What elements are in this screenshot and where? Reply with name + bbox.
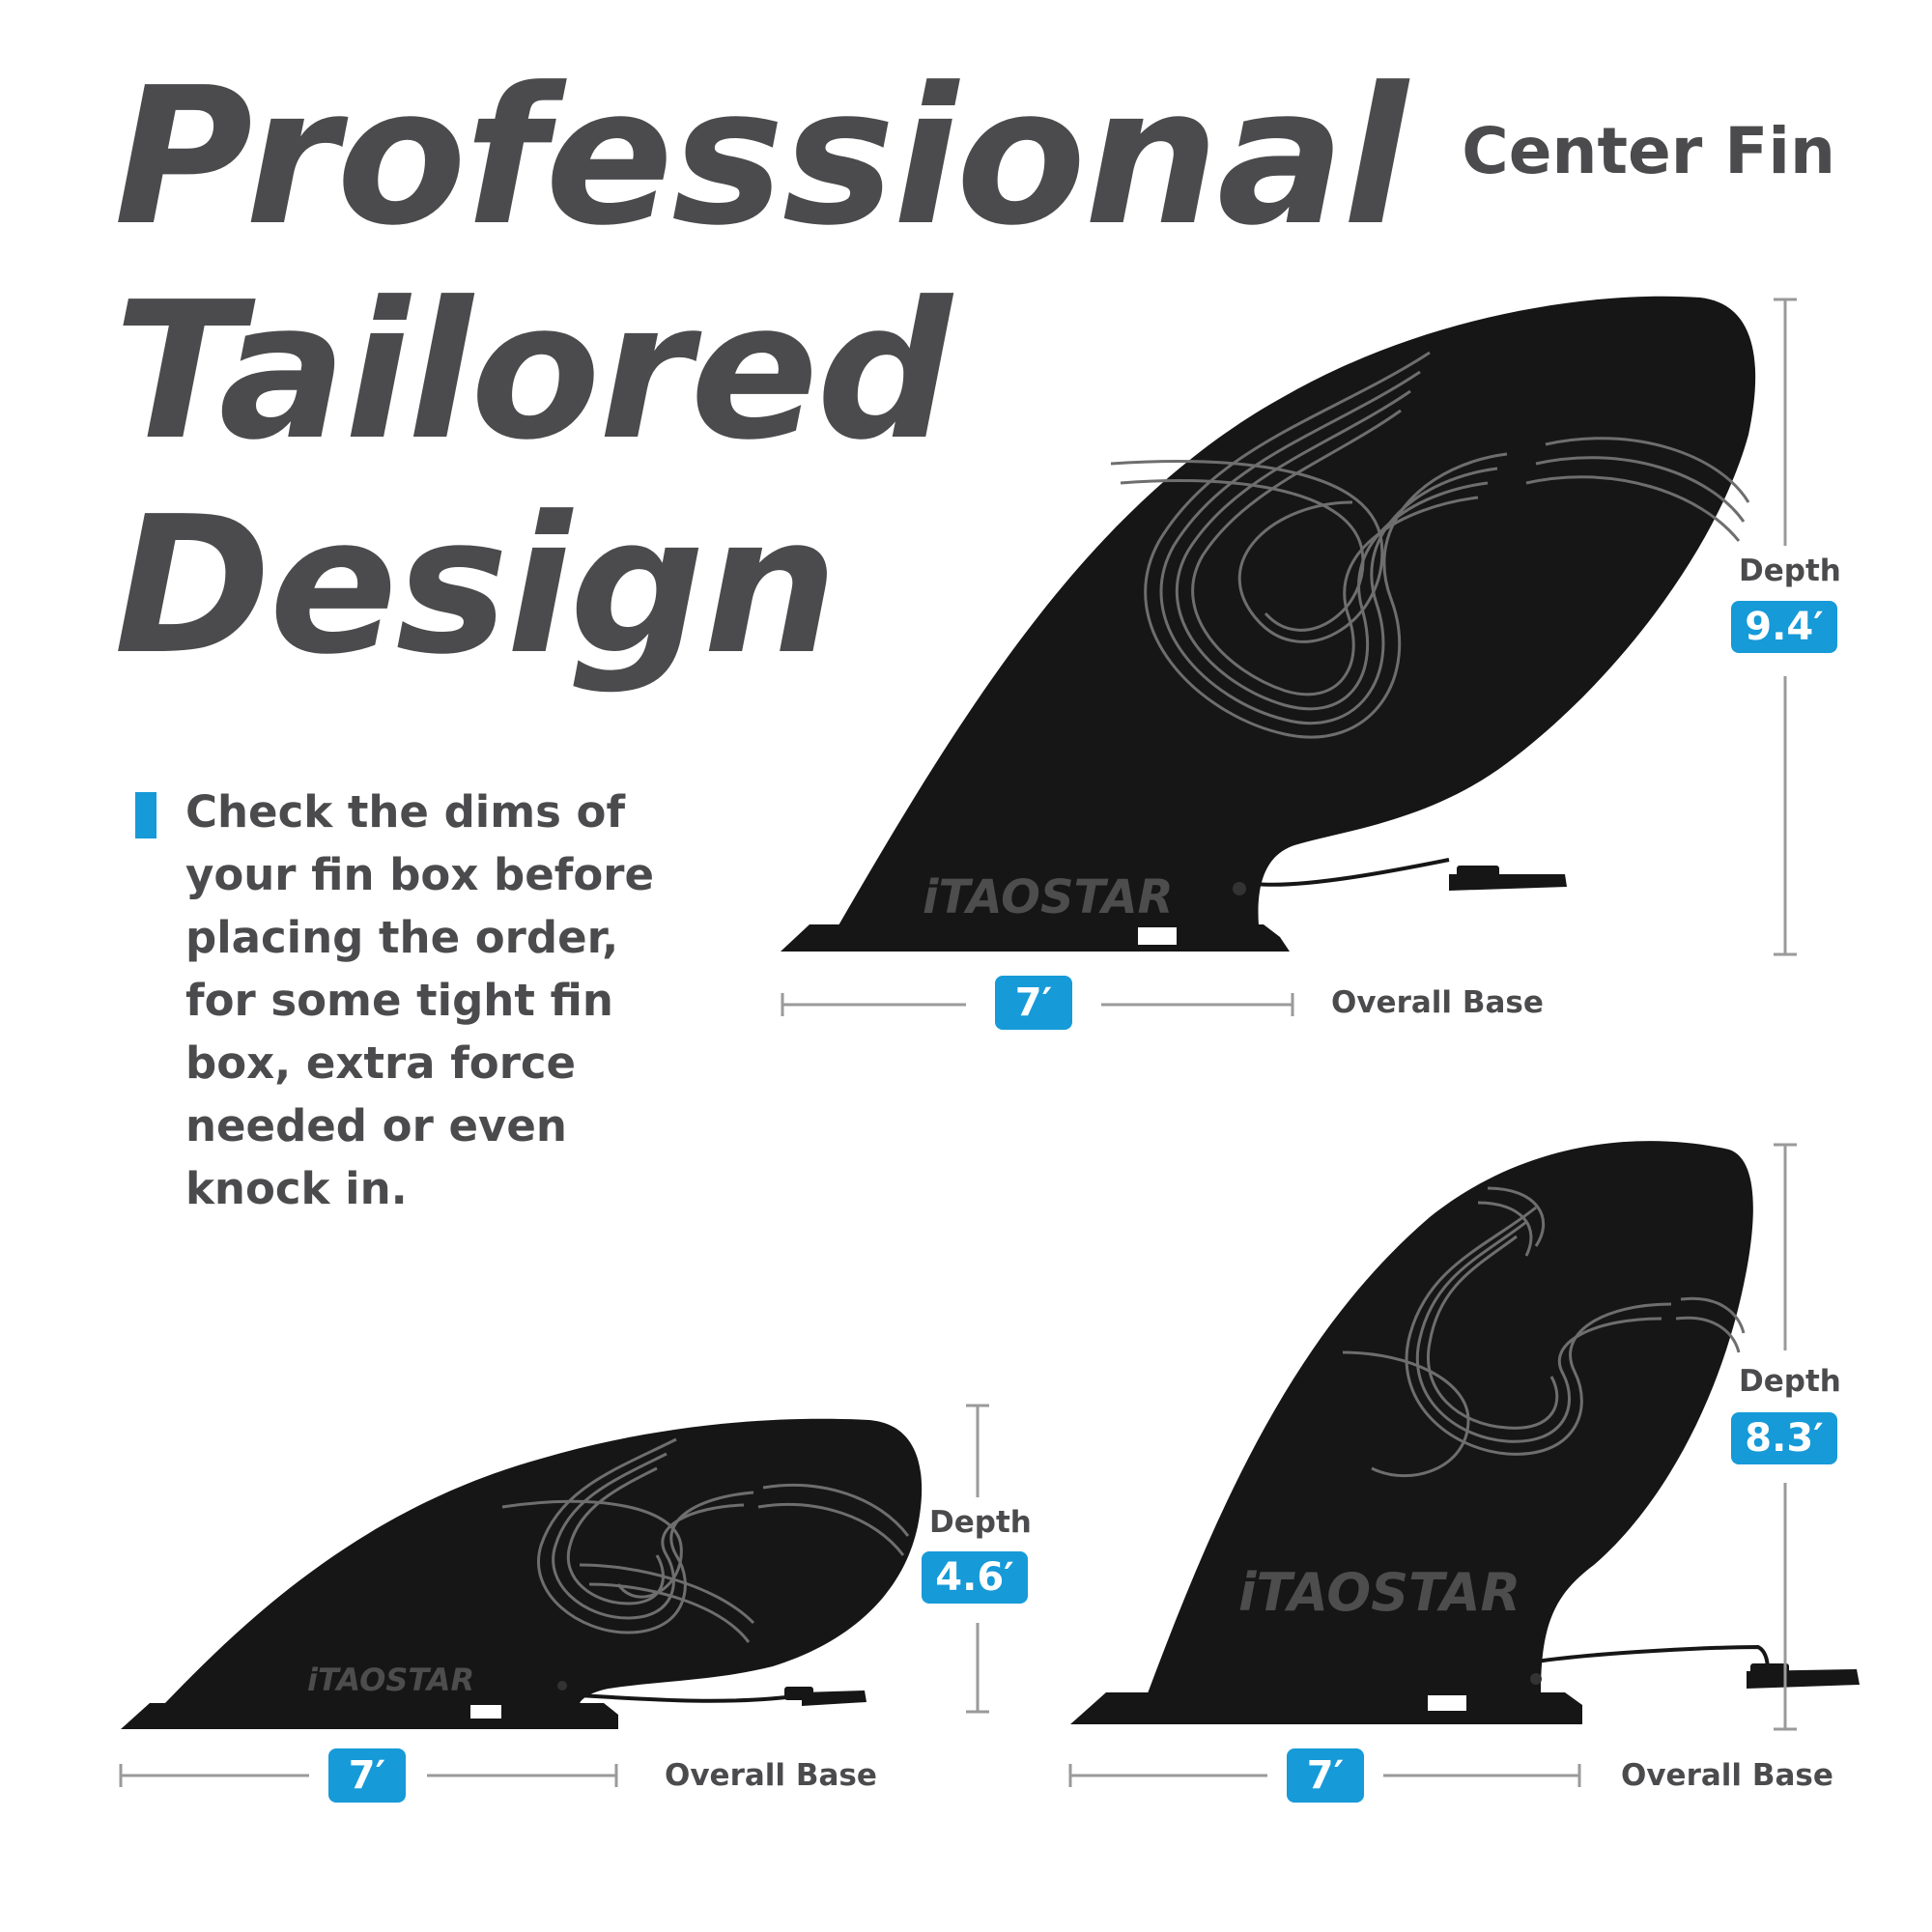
fin-box-note: Check the dims of your fin box before pl… <box>185 786 654 1214</box>
tall-fin-base-badge: 7′ <box>1287 1748 1364 1803</box>
tall-fin-blade <box>1148 1141 1753 1693</box>
large-fin-blade <box>838 296 1756 925</box>
tall-fin-pattern <box>1342 1186 1746 1478</box>
tall-fin-image: iTAOSTAR <box>1068 1141 1860 1787</box>
tall-fin-base <box>1070 1692 1582 1724</box>
large-fin-base-label: Overall Base <box>1331 985 1544 1020</box>
tall-fin-brand-logo: iTAOSTAR <box>1238 1562 1520 1623</box>
small-fin-screw <box>557 1681 567 1690</box>
tall-fin-base-label: Overall Base <box>1621 1758 1833 1793</box>
large-fin-base <box>781 924 1290 952</box>
large-fin-brand-logo: iTAOSTAR <box>923 870 1174 924</box>
small-fin-pattern <box>501 1437 910 1643</box>
tall-fin-screw <box>1530 1673 1542 1685</box>
small-fin-image: iTAOSTAR <box>119 1404 989 1787</box>
small-fin-cable <box>579 1693 803 1703</box>
center-fin-title: Center Fin <box>1462 114 1835 188</box>
headline-line-1: Professional <box>114 47 1407 268</box>
large-fin-screw <box>1233 882 1246 895</box>
large-fin-plug-head <box>1457 866 1499 879</box>
small-fin-blade <box>164 1418 923 1704</box>
headline-line-3: Design <box>114 476 838 696</box>
large-fin-base-badge: 7′ <box>995 976 1072 1030</box>
large-fin-cable <box>1255 858 1450 887</box>
tall-fin-base-line <box>1068 1764 1581 1787</box>
tall-fin-plug-head <box>1750 1663 1789 1677</box>
tall-fin-depth-badge: 8.3′ <box>1731 1412 1837 1464</box>
large-fin-depth-line <box>1774 298 1797 956</box>
tall-fin-depth-line <box>1774 1143 1797 1731</box>
tall-fin-cable <box>1535 1644 1770 1672</box>
small-fin-depth-line <box>966 1404 989 1714</box>
small-fin-brand-logo: iTAOSTAR <box>307 1662 474 1698</box>
large-fin-slot <box>1138 927 1177 945</box>
tall-fin-slot <box>1428 1695 1466 1711</box>
tall-fin-depth-label: Depth <box>1739 1364 1841 1399</box>
small-fin-base-label: Overall Base <box>665 1758 877 1793</box>
large-fin-depth-badge: 9.4′ <box>1731 601 1837 653</box>
small-fin-base-line <box>119 1764 618 1787</box>
small-fin-slot <box>470 1705 501 1719</box>
small-fin-base <box>121 1703 618 1729</box>
large-fin-image: iTAOSTAR <box>781 296 1797 1016</box>
small-fin-base-badge: 7′ <box>328 1748 406 1803</box>
small-fin-depth-label: Depth <box>929 1505 1032 1540</box>
small-fin-plug-head <box>784 1687 813 1700</box>
note-accent-bar <box>135 792 156 838</box>
small-fin-leash-plug <box>802 1690 867 1706</box>
headline-line-2: Tailored <box>114 262 952 482</box>
small-fin-depth-badge: 4.6′ <box>922 1551 1028 1604</box>
large-fin-base-line <box>781 993 1294 1016</box>
headline: Professional Tailored Design <box>114 47 1407 696</box>
large-fin-pattern <box>1110 351 1750 739</box>
large-fin-depth-label: Depth <box>1739 554 1841 588</box>
